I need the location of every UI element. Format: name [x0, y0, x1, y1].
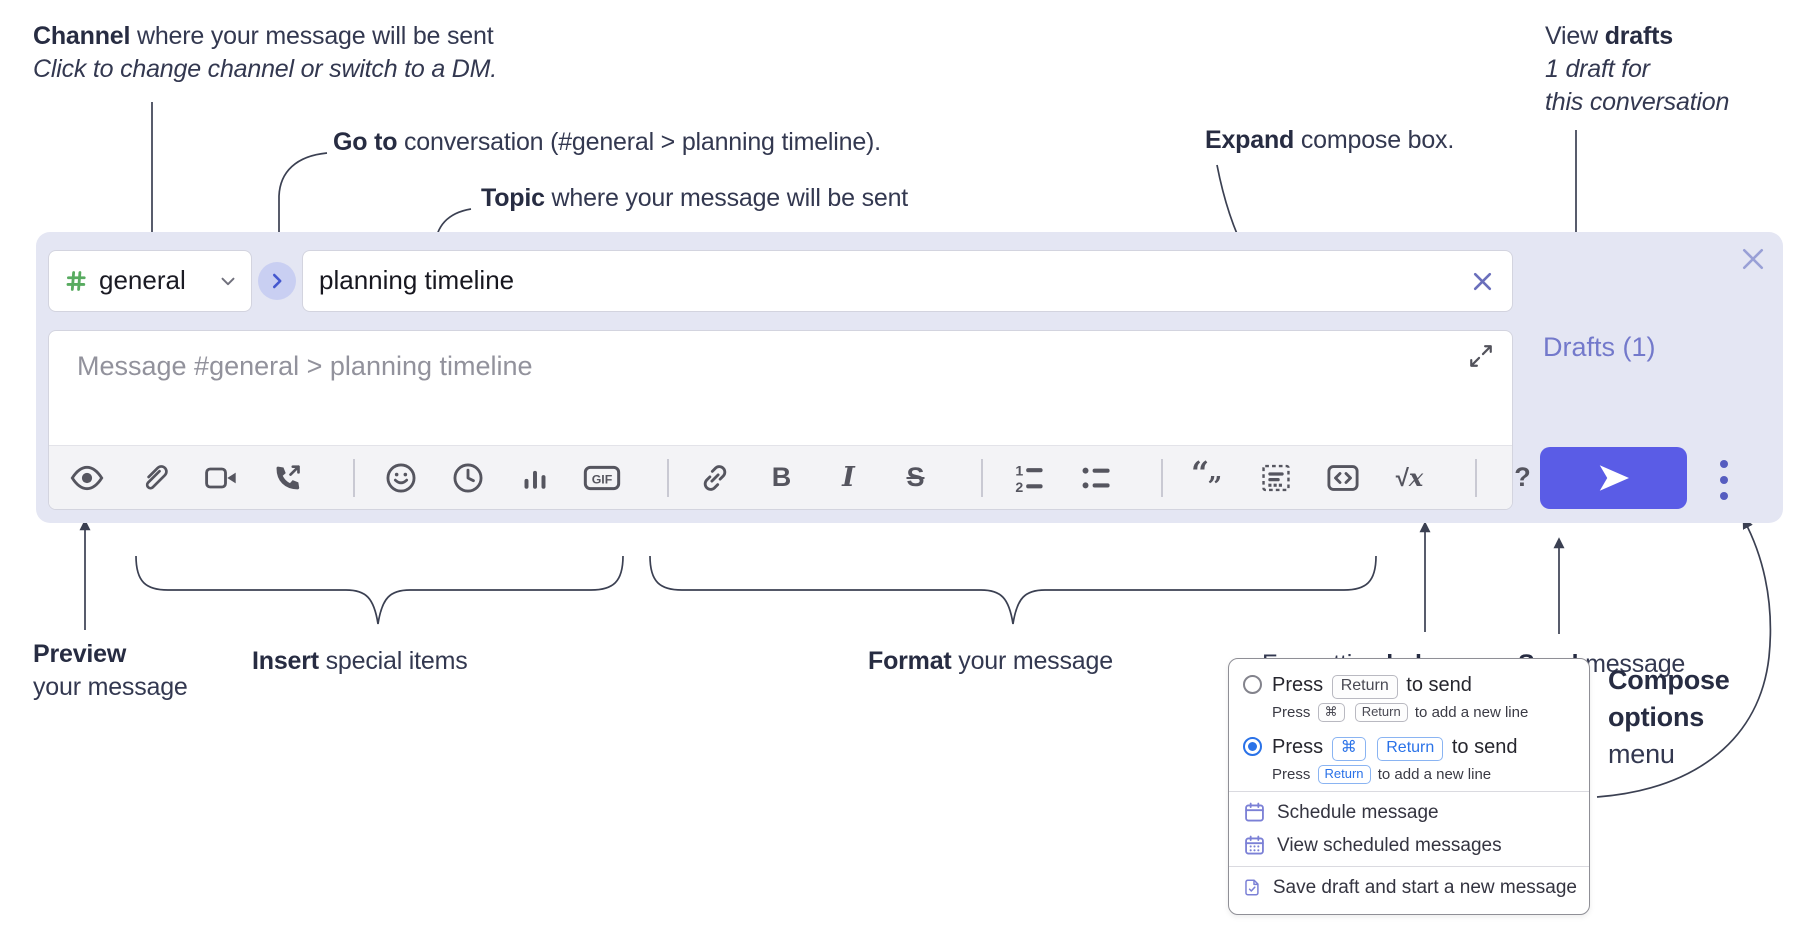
kbd-return: Return: [1377, 737, 1444, 761]
kbd-cmd: ⌘: [1331, 737, 1366, 761]
italic-icon[interactable]: I: [842, 462, 855, 493]
svg-text:“: “: [1191, 460, 1209, 492]
annotation-channel: Channel where your message will be sent …: [33, 22, 498, 83]
link-icon[interactable]: [691, 456, 738, 500]
emoji-icon[interactable]: [377, 456, 424, 500]
toolbar-divider: [667, 458, 669, 497]
hash-icon: [66, 271, 86, 291]
gif-icon[interactable]: GIF: [578, 456, 625, 500]
annotation-compose-options: Compose options menu: [1608, 665, 1730, 769]
formatting-help-icon[interactable]: ?: [1514, 462, 1531, 492]
clear-topic-button[interactable]: [1469, 268, 1496, 295]
annotation-expand: Expand compose box.: [1205, 126, 1455, 154]
kbd-return: Return: [1331, 675, 1398, 699]
compose-options-kebab-icon[interactable]: [1713, 455, 1735, 507]
svg-text:”: ”: [1207, 471, 1222, 496]
kbd-return: Return: [1354, 703, 1408, 722]
code-icon[interactable]: [1319, 456, 1366, 500]
chevron-right-icon: [272, 273, 282, 289]
svg-text:2: 2: [1015, 480, 1023, 495]
message-placeholder: Message #general > planning timeline: [77, 351, 533, 381]
draft-document-icon: [1245, 879, 1259, 896]
spoiler-icon[interactable]: [1252, 456, 1299, 500]
svg-text:1: 1: [1015, 463, 1023, 479]
kbd-cmd: ⌘: [1317, 703, 1345, 722]
poll-icon[interactable]: [511, 456, 558, 500]
attach-file-icon[interactable]: [130, 456, 177, 500]
topic-value: planning timeline: [319, 264, 515, 295]
brace-insert: [135, 555, 624, 625]
menu-item-save-draft[interactable]: Save draft and start a new message: [1229, 871, 1589, 904]
quote-icon[interactable]: “”: [1185, 456, 1232, 500]
math-icon[interactable]: √x: [1395, 462, 1424, 492]
toolbar-divider: [981, 458, 983, 497]
go-to-conversation-button[interactable]: [258, 262, 296, 300]
diagonal-arrows-icon: [1470, 345, 1492, 367]
send-icon: [1599, 465, 1629, 491]
message-area[interactable]: Message #general > planning timeline: [48, 330, 1531, 510]
kbd-return: Return: [1317, 765, 1371, 784]
radio-return-to-send[interactable]: [1243, 675, 1262, 694]
radio-cmd-return-to-send[interactable]: [1243, 737, 1262, 756]
annotation-format: Format your message: [868, 647, 1113, 675]
send-option-return[interactable]: Press Return to send Press ⌘ Return to a…: [1229, 672, 1589, 725]
compose-options-popup: Press Return to send Press ⌘ Return to a…: [1228, 658, 1590, 915]
send-button[interactable]: [1540, 447, 1687, 509]
strikethrough-icon[interactable]: S: [906, 462, 925, 492]
popup-divider: [1229, 866, 1589, 867]
annotation-view-drafts: View drafts 1 draft for this conversatio…: [1545, 22, 1730, 116]
video-call-icon[interactable]: [197, 456, 244, 500]
annotation-insert: Insert special items: [252, 647, 468, 675]
close-icon: [1473, 272, 1492, 290]
topic-input[interactable]: planning timeline: [302, 250, 1513, 312]
chevron-down-icon: [221, 277, 235, 286]
toolbar-divider: [1161, 458, 1163, 497]
close-compose-button[interactable]: [1738, 244, 1768, 274]
annotation-go-to: Go to conversation (#general > planning …: [333, 128, 881, 156]
toolbar-divider: [353, 458, 355, 497]
popup-divider: [1229, 791, 1589, 792]
bulleted-list-icon[interactable]: [1072, 456, 1119, 500]
menu-item-view-scheduled[interactable]: View scheduled messages: [1229, 829, 1589, 862]
channel-selector[interactable]: general: [48, 250, 252, 312]
svg-text:GIF: GIF: [591, 472, 612, 486]
toolbar-divider: [1475, 458, 1477, 497]
time-icon[interactable]: [444, 456, 491, 500]
expand-compose-icon[interactable]: [1468, 343, 1494, 369]
send-option-cmd-return[interactable]: Press ⌘ Return to send Press Return to a…: [1229, 734, 1589, 787]
voice-call-icon[interactable]: [264, 456, 311, 500]
brace-format: [649, 555, 1377, 625]
calendar-grid-icon: [1245, 835, 1264, 855]
calendar-icon: [1245, 802, 1264, 822]
compose-box: general planning timeline Message #gener…: [36, 232, 1783, 523]
drafts-link[interactable]: Drafts (1): [1543, 332, 1656, 362]
preview-icon[interactable]: [63, 456, 110, 500]
menu-item-schedule-message[interactable]: Schedule message: [1229, 796, 1589, 829]
channel-name: general: [99, 264, 186, 295]
close-icon: [1742, 248, 1764, 270]
bold-icon[interactable]: B: [771, 462, 792, 492]
annotation-topic: Topic where your message will be sent: [481, 184, 909, 212]
